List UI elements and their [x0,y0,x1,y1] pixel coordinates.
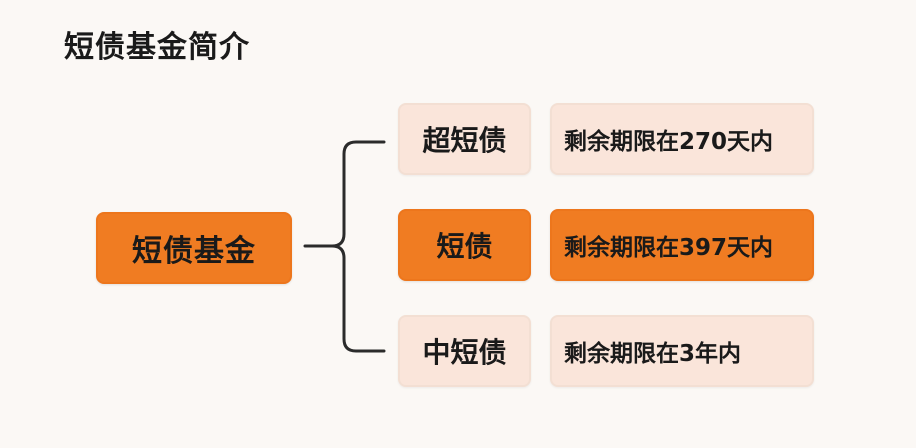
category-label: 短债 [436,230,493,263]
bracket-connector-bottom-arm [330,244,386,353]
description-label: 剩余期限在397天内 [564,235,774,261]
description-label: 剩余期限在270天内 [564,129,774,155]
description-label: 剩余期限在3年内 [564,341,742,367]
root-node-label: 短债基金 [132,234,256,269]
description-node-short-bond: 剩余期限在397天内 [550,209,814,281]
category-label: 中短债 [422,336,507,369]
category-node-short-bond: 短债 [398,209,531,281]
description-node-ultra-short-bond: 剩余期限在270天内 [550,103,814,175]
category-node-ultra-short-bond: 超短债 [398,103,531,175]
bracket-connector-top-arm [330,140,386,248]
category-node-medium-short-bond: 中短债 [398,315,531,387]
category-label: 超短债 [422,124,507,157]
description-node-medium-short-bond: 剩余期限在3年内 [550,315,814,387]
root-node-short-bond-fund: 短债基金 [96,212,292,284]
page-title: 短债基金简介 [64,30,250,65]
